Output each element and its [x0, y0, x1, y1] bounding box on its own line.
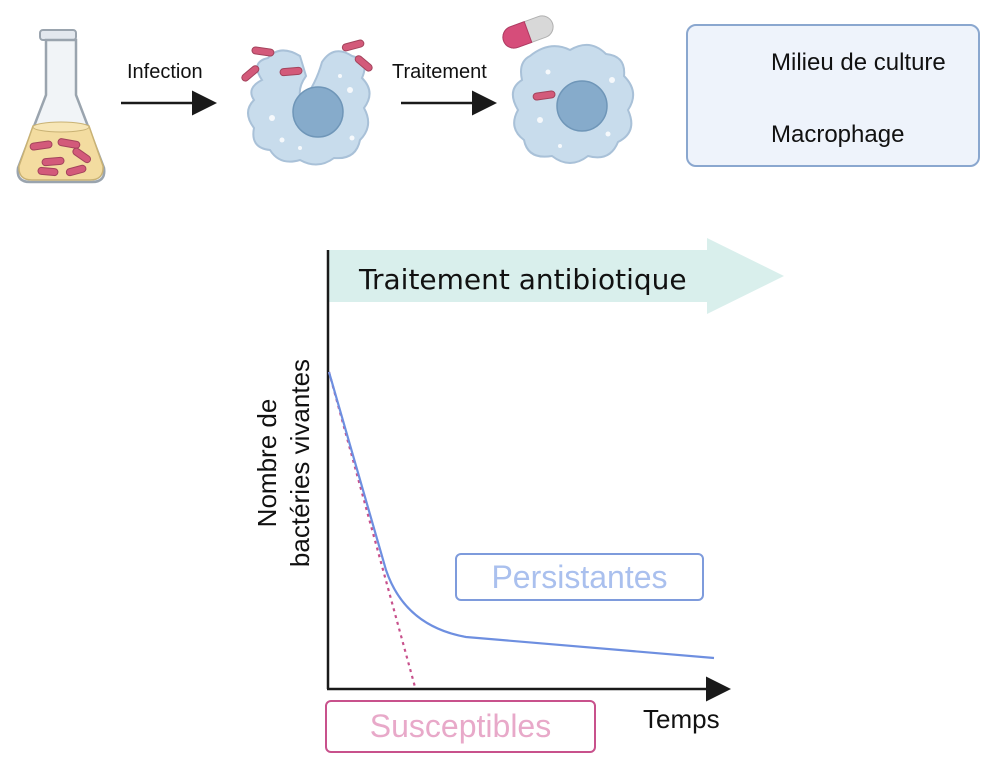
- legend-item-macrophage-label: Macrophage: [771, 121, 905, 148]
- legend-item-culture-label: Milieu de culture: [771, 49, 946, 76]
- pill-icon: [502, 15, 554, 49]
- susceptible-label: Susceptibles: [325, 700, 596, 753]
- macrophage-infection-icon: [241, 39, 373, 166]
- treatment-band-arrow: [329, 238, 784, 314]
- treatment-label: Traitement: [392, 61, 487, 83]
- macrophage-treated-icon: [511, 43, 635, 164]
- treatment-band-label: Traitement antibiotique: [359, 263, 687, 296]
- flask-icon: [16, 29, 106, 184]
- susceptible-curve: [327, 371, 417, 688]
- persistent-label: Persistantes: [455, 553, 704, 601]
- y-axis-label: Nombre de bactéries vivantes: [252, 358, 315, 568]
- legend: Milieu de culture Macrophage: [686, 24, 980, 167]
- x-axis-label: Temps: [643, 704, 720, 734]
- infection-label: Infection: [127, 61, 203, 83]
- persistent-curve: [327, 371, 715, 660]
